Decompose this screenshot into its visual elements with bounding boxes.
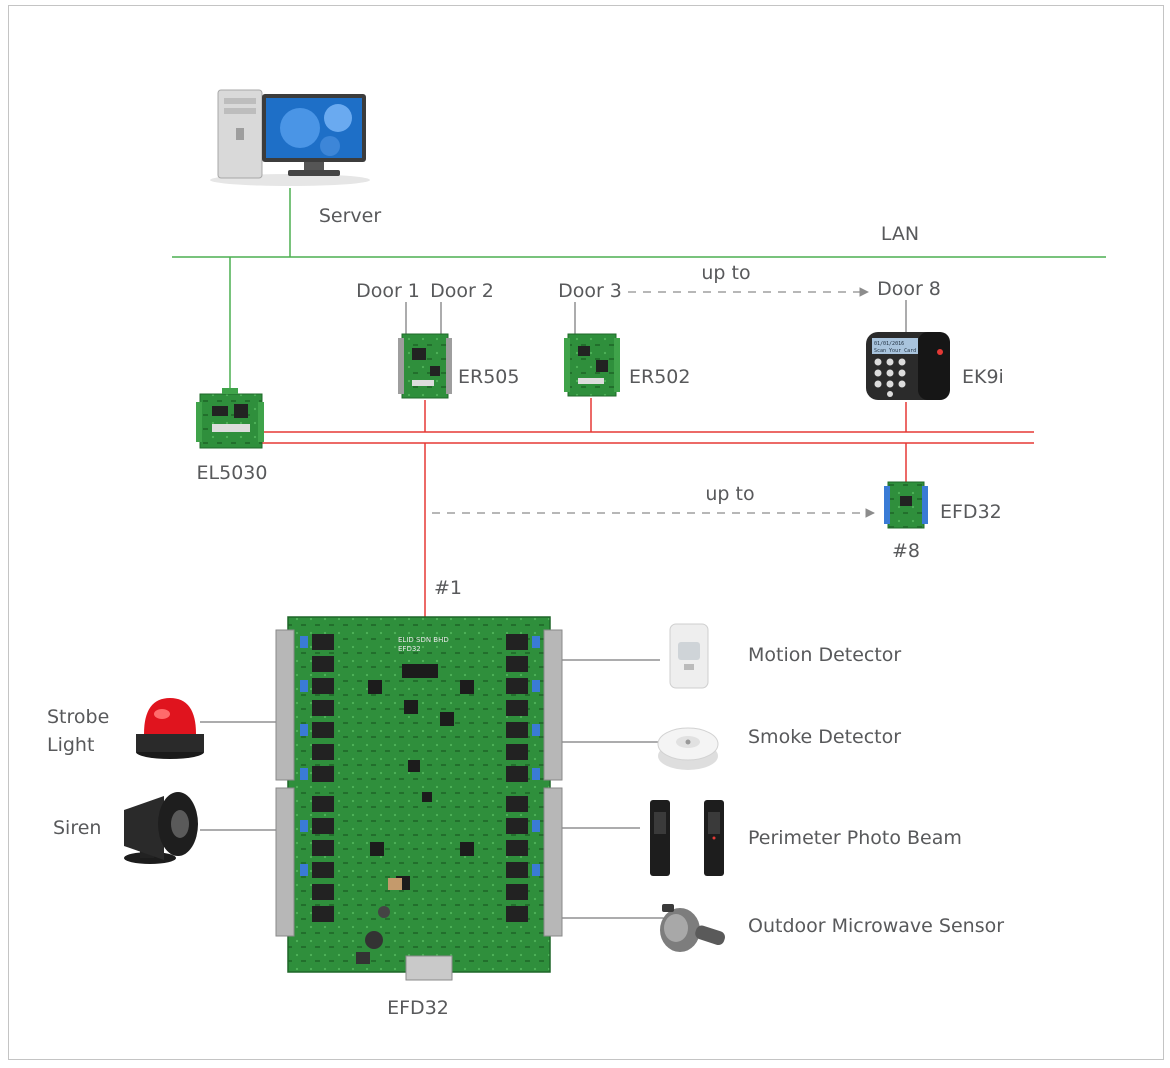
door1-label: Door 1 [356,280,420,302]
siren-label: Siren [53,817,101,839]
bottom-connector [405,955,453,981]
el5030-controller-icon [196,388,264,449]
smoke-detector-icon [657,727,719,770]
lan-lines [172,188,1106,392]
er505-label: ER505 [458,366,519,388]
dashed-arrows [432,287,875,518]
microwave-sensor-label: Outdoor Microwave Sensor [748,915,1004,937]
server-computer-icon [210,89,370,186]
el5030-label: EL5030 [197,462,268,484]
lan-label: LAN [881,223,919,245]
siren-icon [124,792,198,864]
labels: Server LAN Door 1 Door 2 Door 3 up to Do… [47,205,1004,1019]
photo-beam-label: Perimeter Photo Beam [748,827,962,849]
board-brand-text: ELID SDN BHD [398,636,449,644]
peripheral-connectors [200,659,664,919]
right-relay-caps [532,636,540,876]
motion-detector-icon [669,623,709,689]
door8-label: Door 8 [877,278,941,300]
efd32-small-board-icon [884,481,928,529]
door3-label: Door 3 [558,280,622,302]
efd32-number-8-label: #8 [892,540,920,562]
right-terminal-blocks [543,629,563,937]
center-chips [368,664,474,890]
strobe-label-line2: Light [47,734,94,756]
up-to-efd32-label: up to [705,483,754,505]
up-to-doors-label: up to [701,262,750,284]
ek9i-screen-line2: Scan Your Card [874,348,916,354]
ek9i-label: EK9i [962,366,1004,388]
ek9i-reader-icon: 01/01/2016 Scan Your Card [866,332,950,400]
rs485-bus-lines [262,398,1034,617]
board-model-text: EFD32 [398,645,421,653]
left-relay-caps [300,636,308,876]
left-terminal-blocks [275,629,295,937]
smoke-detector-label: Smoke Detector [748,726,901,748]
motion-detector-label: Motion Detector [748,644,901,666]
strobe-label-line1: Strobe [47,706,109,728]
efd32-small-label: EFD32 [940,501,1002,523]
right-relay-column [506,634,528,922]
ek9i-screen-line1: 01/01/2016 [874,341,904,347]
diagram-frame [8,5,1164,1060]
photo-beam-icon [650,800,724,876]
left-relay-column [312,634,334,922]
efd32-main-board: ELID SDN BHD EFD32 [275,616,563,981]
efd32-number-1-label: #1 [434,577,462,599]
er502-controller-icon [564,333,620,397]
door-connectors [405,300,907,334]
microwave-sensor-icon [660,904,725,952]
strobe-light-icon [136,698,204,759]
door2-label: Door 2 [430,280,494,302]
er505-controller-icon [398,333,452,399]
power-components [356,878,402,964]
er502-label: ER502 [629,366,690,388]
server-label: Server [319,205,381,227]
efd32-main-label: EFD32 [387,997,449,1019]
